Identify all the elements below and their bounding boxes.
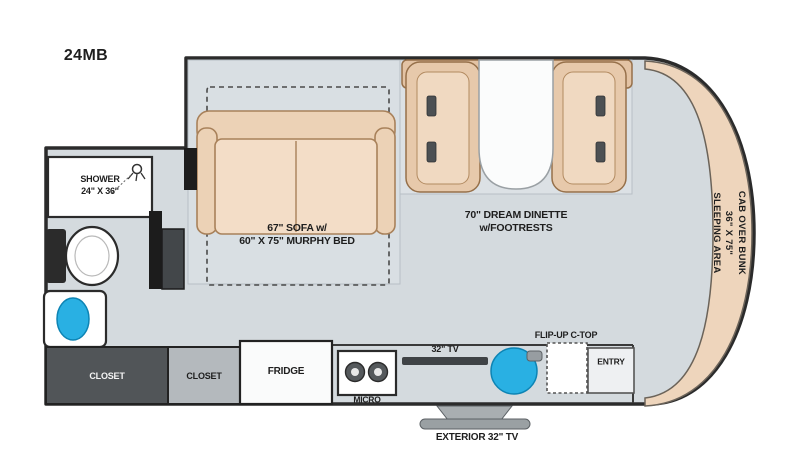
fridge-label: FRIDGE (267, 366, 305, 377)
bathroom-sink (56, 297, 90, 341)
toilet-bowl-inner (74, 235, 110, 277)
dinette (401, 59, 633, 193)
sofa-label: 67" SOFA w/ 60" X 75" MURPHY BED (239, 222, 355, 248)
exterior-tv-mount (435, 405, 514, 421)
closet-right (167, 346, 241, 405)
dinette-label-line2: w/FOOTRESTS (479, 222, 553, 234)
sofa-armrest-right (374, 127, 396, 235)
burner-center-icon (351, 368, 359, 376)
seatbelt-bar (426, 95, 437, 117)
cab-bunk-label-line3: SLEEPING AREA (710, 192, 722, 274)
sofa-label-line1: 67" SOFA w/ (267, 222, 327, 234)
entry-label: ENTRY (597, 356, 625, 367)
dinette-seat-right-cushion (562, 71, 616, 185)
seatbelt-bar (426, 141, 437, 163)
galley (45, 339, 635, 406)
sofa-label-line2: 60" X 75" MURPHY BED (239, 235, 355, 247)
shower-label: SHOWER 24" X 36" (80, 173, 120, 197)
burner-center-icon (374, 368, 382, 376)
tv-label: 32" TV (431, 344, 459, 354)
wardrobe-cabinet (161, 228, 185, 290)
cab-over-bunk (644, 60, 753, 407)
cab-bunk-label-line2: 36" X 75" (723, 210, 735, 256)
closet-right-label: CLOSET (186, 371, 222, 381)
shower-label-line2: 24" X 36" (81, 186, 119, 196)
faucet-icon (526, 350, 543, 362)
shower-label-line1: SHOWER (80, 174, 120, 184)
cab-bunk-label-line1: CAB OVER BUNK (735, 190, 747, 276)
entry-step (587, 347, 635, 394)
sofa (196, 110, 396, 235)
exterior-tv-label: EXTERIOR 32" TV (435, 432, 519, 443)
microwave-cooktop (336, 349, 398, 397)
shower-hose (111, 174, 132, 194)
dinette-seat-left-cushion (416, 71, 470, 185)
model-name: 24MB (63, 47, 109, 64)
wet-wall (149, 211, 162, 289)
fridge (238, 339, 334, 406)
micro-label: MICRO (353, 394, 381, 405)
dinette-label: 70" DREAM DINETTE w/FOOTRESTS (465, 209, 568, 235)
toilet-tank (46, 229, 66, 283)
dinette-table (478, 59, 554, 190)
tv-32 (402, 357, 488, 365)
cab-bunk-label: CAB OVER BUNK 36" X 75" SLEEPING AREA (709, 191, 747, 275)
exterior-tv (419, 405, 531, 430)
flip-up-ctop (546, 342, 588, 394)
closet-left-label: CLOSET (89, 371, 125, 381)
exterior-tv-screen (419, 418, 531, 430)
seatbelt-bar (595, 95, 606, 117)
wall-cabinet (184, 148, 197, 190)
toilet-bowl (64, 225, 120, 287)
seatbelt-bar (595, 141, 606, 163)
sofa-armrest-left (196, 127, 218, 235)
shower-head-icon (131, 163, 143, 175)
bathroom (42, 148, 197, 349)
flip-up-ctop-label: FLIP-UP C-TOP (534, 330, 598, 340)
dinette-label-line1: 70" DREAM DINETTE (464, 209, 568, 221)
kitchen-sink (490, 347, 538, 395)
